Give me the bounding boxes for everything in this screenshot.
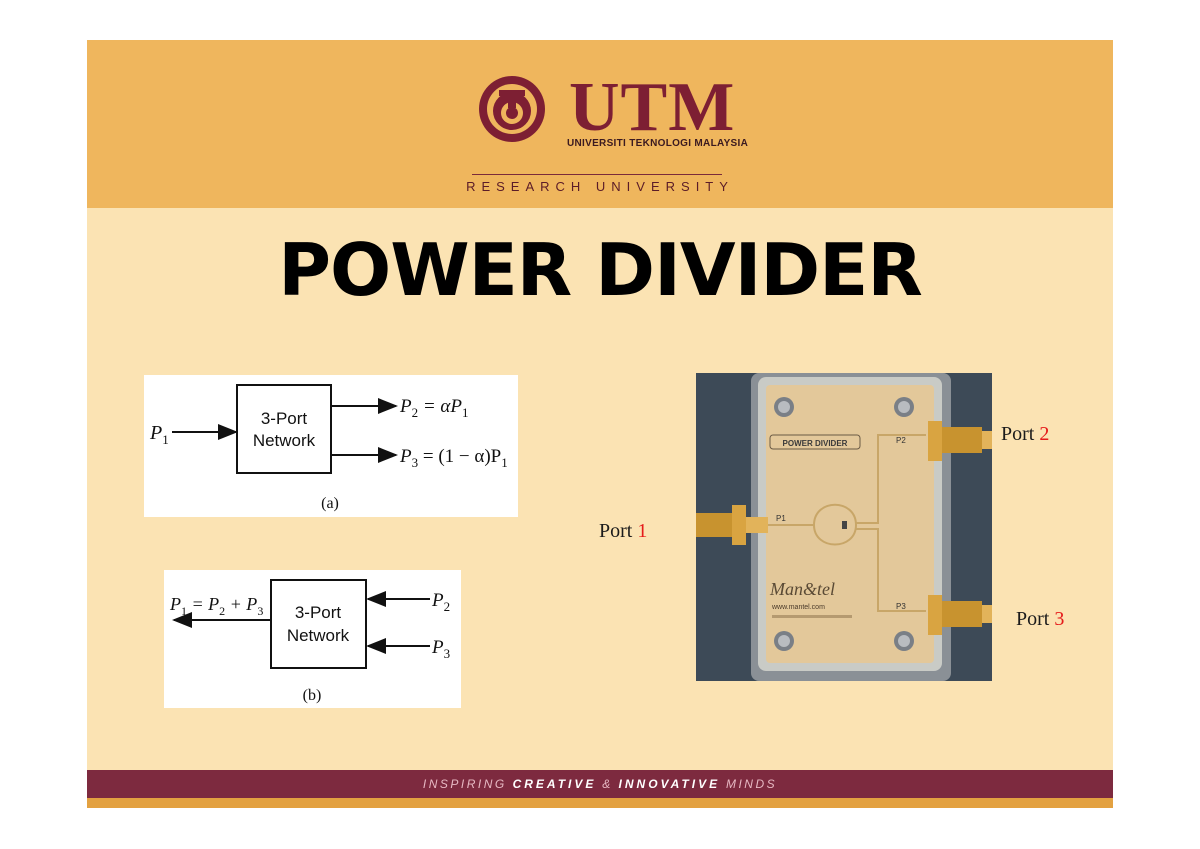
figure-b: 3-Port Network P1 = P2 + P3 P2 P3 (b): [164, 570, 461, 708]
port-3-label: Port 3: [1016, 608, 1065, 630]
slide: UTM UNIVERSITI TEKNOLOGI MALAYSIA RESEAR…: [87, 40, 1113, 808]
figure-b-diagram: 3-Port Network P1 = P2 + P3 P2 P3 (b): [169, 579, 450, 704]
footer-band: INSPIRING CREATIVE & INNOVATIVE MINDS: [87, 770, 1113, 798]
output-p2-label: P2 = αP1: [399, 396, 469, 420]
board-illustration: POWER DIVIDER P1 P2 P3 Man&tel www.mante…: [696, 373, 992, 681]
port-2-label: Port 2: [1001, 423, 1050, 445]
footer-strip: [87, 798, 1113, 808]
board-label: POWER DIVIDER: [783, 439, 848, 448]
input-p3-label: P3: [431, 637, 450, 661]
port-1-label: Port 1: [599, 520, 648, 542]
pad-p2: P2: [896, 436, 906, 445]
connector-port-2: [928, 421, 992, 461]
pad-p1: P1: [776, 514, 786, 523]
power-divider-photo: POWER DIVIDER P1 P2 P3 Man&tel www.mante…: [696, 373, 992, 681]
connector-port-1: [696, 505, 768, 545]
input-p2-label: P2: [431, 590, 450, 614]
brand-logo: Man&tel: [769, 579, 835, 599]
box-a-line2: Network: [253, 431, 316, 450]
network-box-b: [270, 579, 367, 669]
box-b-line2: Network: [287, 626, 350, 645]
figure-b-caption: (b): [303, 687, 322, 704]
page-title: POWER DIVIDER: [278, 228, 923, 312]
utm-seal-logo: [479, 76, 545, 142]
output-p1-label: P1 = P2 + P3: [169, 594, 263, 618]
university-name: UNIVERSITI TEKNOLOGI MALAYSIA: [567, 138, 749, 149]
figure-a-diagram: 3-Port Network P1 P2 = αP1 P3 = (1 − α)P…: [149, 384, 508, 512]
figure-a: 3-Port Network P1 P2 = αP1 P3 = (1 − α)P…: [144, 375, 518, 517]
header-band: UTM UNIVERSITI TEKNOLOGI MALAYSIA RESEAR…: [87, 40, 1113, 208]
connector-port-3: [928, 595, 992, 635]
footer-tagline: INSPIRING CREATIVE & INNOVATIVE MINDS: [422, 777, 778, 791]
figure-a-caption: (a): [321, 495, 339, 512]
box-b-line1: 3-Port: [295, 603, 342, 622]
input-p1-label: P1: [149, 422, 169, 447]
box-a-line1: 3-Port: [261, 409, 308, 428]
utm-logo-text: UTM: [569, 69, 736, 146]
brand-url: www.mantel.com: [771, 604, 825, 611]
research-university-label: RESEARCH UNIVERSITY: [466, 179, 734, 194]
output-p3-label: P3 = (1 − α)P1: [399, 446, 508, 470]
pad-p3: P3: [896, 602, 906, 611]
network-box-a: [236, 384, 332, 474]
header-divider: [472, 174, 722, 175]
